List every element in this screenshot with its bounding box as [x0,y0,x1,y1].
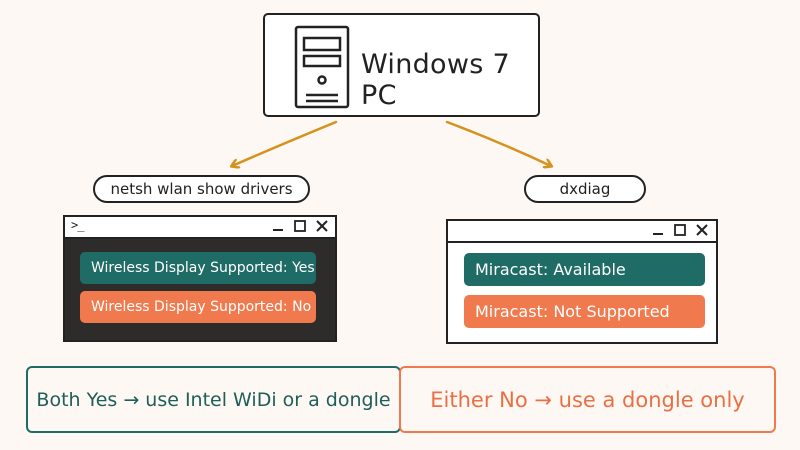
pc-node: Windows 7 PC [263,13,540,117]
minimize-icon[interactable] [271,219,285,233]
result-both-yes: Both Yes → use Intel WiDi or a dongle [26,366,401,433]
terminal-output: Wireless Display Supported: Yes Wireless… [65,239,335,340]
close-icon[interactable] [695,223,709,237]
minimize-icon[interactable] [651,223,665,237]
wireless-display-no: Wireless Display Supported: No [80,291,316,323]
close-icon[interactable] [315,219,329,233]
miracast-available: Miracast: Available [464,253,705,286]
maximize-icon[interactable] [293,219,307,233]
terminal-titlebar: >_ [65,217,335,239]
arrow-to-dxdiag [445,120,551,166]
command-dxdiag: dxdiag [524,175,646,203]
terminal-prompt-icon: >_ [71,218,84,232]
result-either-no: Either No → use a dongle only [399,366,776,433]
command-netsh: netsh wlan show drivers [93,175,310,203]
miracast-not-supported: Miracast: Not Supported [464,295,705,328]
wireless-display-yes: Wireless Display Supported: Yes [80,252,316,284]
arrow-to-netsh [232,120,338,166]
maximize-icon[interactable] [673,223,687,237]
dxdiag-titlebar [448,221,716,243]
computer-tower-icon [294,25,350,109]
terminal-window: >_ Wireless Display Supported: Yes Wirel… [63,215,337,342]
dxdiag-window: Miracast: Available Miracast: Not Suppor… [446,219,718,344]
pc-title: Windows 7 PC [361,49,510,111]
